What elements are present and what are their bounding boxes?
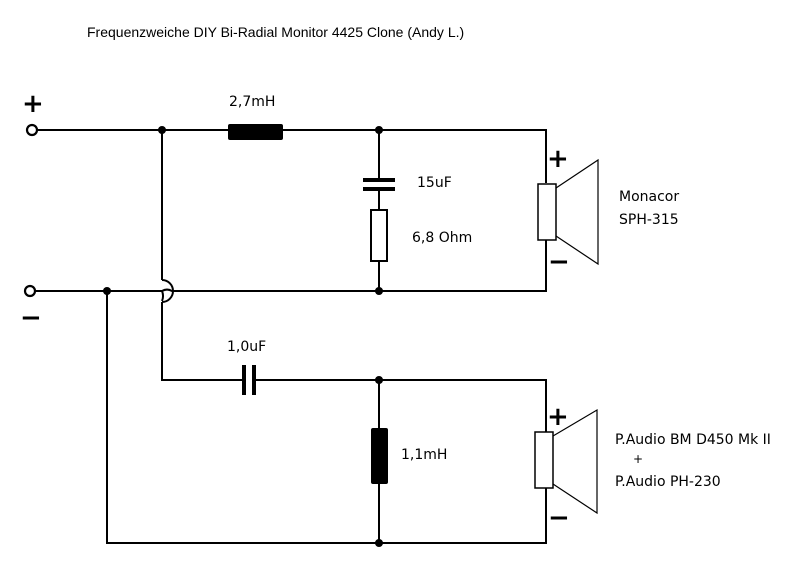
junction-dot — [375, 287, 383, 295]
low-top-wire — [256, 379, 547, 413]
inductor-1-1mh — [371, 428, 388, 484]
inductor-2-7mh-label: 2,7mH — [229, 94, 275, 110]
input-plus-terminal — [25, 123, 39, 137]
capacitor-15uf-label: 15uF — [417, 175, 452, 191]
input-plus-sign: + — [22, 89, 44, 119]
inductor-2-7mh — [228, 124, 283, 140]
speaker1-label-line1: Monacor — [619, 189, 679, 205]
speaker1-plus-sign: + — [547, 144, 569, 174]
speaker-icon — [534, 408, 598, 515]
minus-rail-wire — [35, 250, 547, 302]
diagram-title: Frequenzweiche DIY Bi-Radial Monitor 442… — [87, 24, 464, 40]
junction-dot — [375, 539, 383, 547]
crossover-hop — [161, 279, 174, 303]
resistor-6-8-ohm-label: 6,8 Ohm — [412, 230, 472, 246]
input-minus-terminal — [23, 284, 37, 298]
input-minus-sign: − — [20, 303, 42, 333]
speaker1-minus-sign: − — [548, 247, 570, 277]
speaker-icon — [537, 158, 599, 266]
junction-dot — [103, 287, 111, 295]
speaker1-label-line2: SPH-315 — [619, 212, 679, 228]
speaker2-minus-sign: − — [548, 503, 570, 533]
speaker2-label-line3: P.Audio PH-230 — [615, 474, 721, 490]
resistor-6-8-ohm — [370, 209, 388, 262]
inductor-1-1mh-label: 1,1mH — [401, 447, 447, 463]
top-rail-wire — [37, 129, 547, 168]
low-return-wire — [106, 291, 547, 544]
speaker2-label-line2: + — [633, 452, 643, 466]
junction-dot — [158, 126, 166, 134]
tap-wire — [161, 130, 242, 381]
speaker2-label-line1: P.Audio BM D450 Mk II — [615, 432, 771, 448]
junction-dot — [375, 376, 383, 384]
speaker2-plus-sign: + — [547, 402, 569, 432]
junction-dot — [375, 126, 383, 134]
capacitor-1-0uf-label: 1,0uF — [227, 339, 266, 355]
